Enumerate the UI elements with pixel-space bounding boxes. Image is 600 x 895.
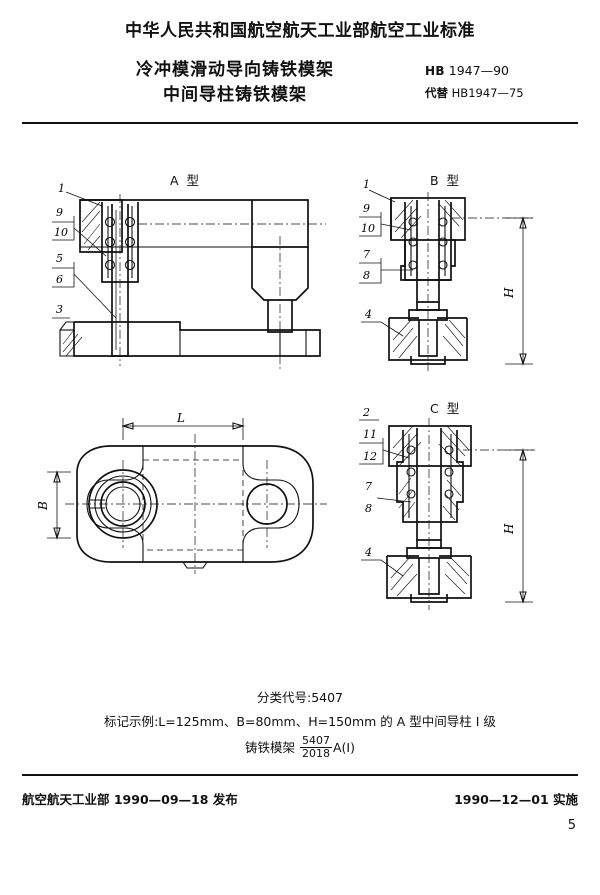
issuer-line: 航空航天工业部 1990—09—18 发布	[22, 792, 238, 807]
classification-code-line: 分类代号:5407	[0, 687, 600, 706]
designation-suffix: A(I)	[333, 740, 355, 755]
callout-label-c-12: 12	[363, 450, 377, 463]
view-type-b-drawing: H 1 9 10 7 8 4	[359, 178, 535, 372]
view-type-a-drawing: 1 9 10 5 6 3	[52, 182, 326, 370]
marking-example-line: 标记示例:L=125mm、B=80mm、H=150mm 的 A 型中间导柱 I …	[0, 711, 600, 730]
view-type-c-title: C 型	[430, 401, 462, 416]
dimension-label-plan-l: L	[176, 411, 185, 425]
replaces-row: 代替 HB1947—75	[425, 82, 595, 104]
designation-denominator: 2018	[300, 747, 332, 760]
view-plan: L B	[25, 398, 355, 613]
callout-label-b-8: 8	[363, 269, 370, 282]
standard-code-block: HB 1947—90 代替 HB1947—75	[425, 60, 595, 104]
standard-prefix: HB	[425, 64, 445, 78]
document-title-line-2: 中间导柱铸铁模架	[163, 85, 307, 105]
callout-label-a-3: 3	[56, 303, 63, 316]
callout-label-b-1: 1	[363, 178, 370, 191]
header-divider-rule	[22, 122, 578, 124]
callout-label-a-5: 5	[56, 252, 63, 265]
designation-fraction: 5407 2018	[300, 735, 332, 760]
callout-label-b-7: 7	[363, 248, 370, 261]
view-type-a: A 型	[30, 170, 330, 385]
marking-example-text: L=125mm、B=80mm、H=150mm 的 A 型中间导柱 I 级	[158, 714, 496, 729]
callout-label-c-8: 8	[365, 502, 372, 515]
callout-label-a-6: 6	[56, 273, 63, 286]
classification-label: 分类代号	[256, 690, 307, 705]
marking-designation-line: 铸铁模架 5407 2018 A(I)	[0, 735, 600, 761]
page-number: 5	[567, 818, 576, 833]
dimension-label-c-h: H	[502, 523, 516, 535]
replaces-label: 代替	[425, 86, 448, 100]
callout-label-c-11: 11	[363, 428, 377, 441]
classification-code: 5407	[311, 690, 344, 705]
document-title: 冷冲模滑动导向铸铁模架 中间导柱铸铁模架	[60, 58, 410, 108]
callout-label-b-9: 9	[363, 202, 370, 215]
callout-label-c-4: 4	[364, 546, 372, 559]
view-type-a-title: A 型	[170, 173, 202, 188]
callout-label-b-10: 10	[361, 222, 375, 235]
view-plan-drawing: L B	[36, 411, 327, 574]
marking-example-label: 标记示例	[104, 714, 155, 729]
classification-separator: :	[306, 690, 312, 705]
designation-numerator: 5407	[302, 734, 330, 747]
document-title-line-1: 冷冲模滑动导向铸铁模架	[136, 60, 334, 80]
footer-divider-rule	[22, 774, 578, 776]
view-type-b-title: B 型	[430, 173, 462, 188]
dimension-label-plan-b: B	[36, 501, 50, 511]
view-type-c: C 型	[355, 398, 590, 623]
callout-label-a-1: 1	[58, 182, 65, 195]
callout-label-a-9: 9	[56, 206, 63, 219]
standard-number-row: HB 1947—90	[425, 60, 595, 82]
view-type-c-drawing: H 2 11 12 7 8 4	[359, 406, 535, 610]
callout-label-c-7: 7	[365, 480, 372, 493]
dimension-label-b-h: H	[502, 287, 516, 299]
callout-label-c-2: 2	[362, 406, 370, 419]
callout-label-a-10: 10	[54, 226, 68, 239]
technical-drawings-area: A 型	[0, 150, 600, 670]
effective-date-line: 1990—12—01 实施	[454, 792, 578, 807]
marking-example-separator: :	[154, 714, 159, 729]
national-standard-heading: 中华人民共和国航空航天工业部航空工业标准	[125, 21, 475, 41]
standard-number: 1947—90	[448, 63, 509, 78]
callout-label-b-4: 4	[364, 308, 372, 321]
frame-label: 铸铁模架	[245, 740, 296, 755]
view-type-b: B 型	[355, 170, 590, 385]
replaces-number: HB1947—75	[451, 86, 524, 100]
